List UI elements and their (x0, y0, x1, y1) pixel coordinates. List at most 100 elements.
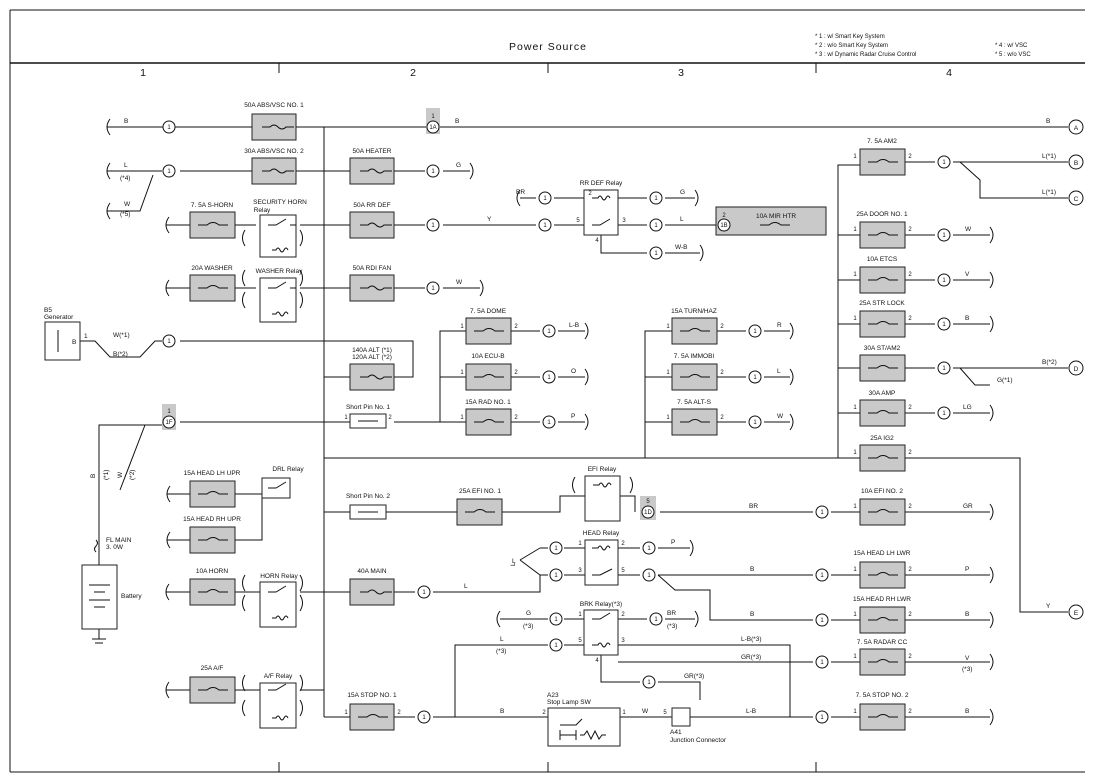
pin-label: 1 (853, 272, 857, 278)
fuse (671, 363, 718, 391)
fuse (859, 310, 906, 338)
connector-label: 1 (647, 546, 651, 552)
component-label: Stop Lamp SW (547, 699, 592, 706)
fuse-label: 40A MAIN (357, 568, 387, 575)
connector-label: 1 (543, 196, 547, 202)
grid-number: 2 (410, 67, 416, 79)
fuse-label: 50A RDI FAN (353, 265, 392, 272)
relay-label: HORN Relay (260, 573, 298, 580)
component-label: Battery (121, 593, 142, 600)
wire-label: L-B (569, 322, 579, 329)
connector-label: 1 (422, 715, 426, 721)
connector-label: 2 (722, 213, 726, 219)
pin-label: 4 (595, 658, 599, 664)
fuse-label: 25A EFI NO. 1 (459, 488, 501, 495)
pin-label: 1 (666, 370, 670, 376)
connector-label: 1 (820, 618, 824, 624)
pin-label: 2 (588, 191, 592, 197)
pin-label: 1 (84, 333, 88, 340)
wire-label: L(*1) (1042, 189, 1056, 196)
pin-label: 2 (908, 316, 912, 322)
grid-number: 1 (140, 67, 146, 79)
legend-note: * 5 : w/o VSC (995, 52, 1031, 58)
pin-label: 2 (908, 405, 912, 411)
connector-label: 1 (654, 251, 658, 257)
diagram-frame (9, 9, 1085, 773)
fuse (859, 561, 906, 589)
connector-label: 1 (554, 546, 558, 552)
relay (259, 682, 297, 729)
fuse-label: 120A ALT (*2) (352, 354, 392, 361)
relay (584, 475, 621, 522)
wire-label: O (571, 368, 576, 375)
component-label: Junction Connector (670, 737, 727, 744)
wire-label: W(*1) (113, 332, 130, 339)
pin-label: 3 (622, 218, 626, 224)
pin-label: 5 (578, 638, 582, 644)
pin-label: 2 (514, 415, 518, 421)
fuse-label: FL MAIN (106, 537, 132, 544)
fuse-label: 30A AMP (869, 390, 896, 397)
fuse-label: 30A ABS/VSC NO. 2 (244, 148, 304, 155)
fuse-label: 25A A/F (201, 665, 224, 672)
connector-label: 1 (820, 573, 824, 579)
pin-label: 1 (853, 227, 857, 233)
fuse-label: 15A TURN/HAZ (671, 308, 717, 315)
relay (259, 277, 297, 323)
connector-label: 1 (547, 420, 551, 426)
pin-label: 1 (853, 567, 857, 573)
fuse-label: 7. 5A S-HORN (191, 202, 234, 209)
relay-label: RR DEF Relay (580, 180, 623, 187)
wire-label: P (671, 539, 675, 546)
connector-label: 1 (942, 411, 946, 417)
wire-label: W (642, 708, 649, 715)
connector-label: 1 (554, 573, 558, 579)
fuse-element-icons (198, 124, 898, 718)
wire-label: B (124, 118, 128, 125)
fuse (859, 703, 906, 731)
fuse (859, 606, 906, 634)
fuse-label: 25A DOOR NO. 1 (856, 211, 908, 218)
relay (259, 214, 297, 258)
fuse (189, 578, 236, 606)
connector-label: 1 (820, 660, 824, 666)
fuse (189, 211, 236, 239)
pin-label: 2 (908, 654, 912, 660)
fuse-label: 7. 5A AM2 (867, 138, 897, 145)
wire-ends (106, 118, 994, 726)
connector-label: 1 (547, 329, 551, 335)
pin-label: 2 (908, 567, 912, 573)
connector-label: 1 (431, 169, 435, 175)
inline-connectors (162, 120, 951, 724)
component-label: A41 (670, 729, 682, 736)
pin-label: 1 (622, 710, 626, 716)
wire-label: W (117, 471, 124, 478)
fuse-label: 10A EFI NO. 2 (861, 488, 903, 495)
pin-label: 1 (853, 405, 857, 411)
relay (259, 581, 297, 628)
pin-label: 1 (853, 612, 857, 618)
fuse-label: 140A ALT (*1) (352, 347, 392, 354)
fuse-label: 50A HEATER (353, 148, 392, 155)
fuse (859, 148, 906, 176)
connector-label: 1A (429, 125, 436, 131)
wires (80, 126, 1068, 718)
wire-label: B (455, 118, 459, 125)
pin-label: 1 (853, 154, 857, 160)
fuse (189, 526, 236, 554)
legend: * 1 : w/ Smart Key System * 2 : w/o Smar… (815, 34, 1031, 58)
wire-label: (*2) (129, 470, 136, 480)
wire-label: GR(*3) (684, 673, 704, 680)
fuse (456, 498, 503, 526)
pin-label: 1 (460, 370, 464, 376)
wire-labels: B B B L (*4) W (*5) G Y W BR G L W-B W(*… (113, 118, 1057, 715)
connector-numbers: 1 1 1A 1 1 1 1 1 1 1 1 1 1B 2 1 1F 1 1 1… (165, 114, 946, 721)
pin-label: 2 (908, 504, 912, 510)
wire-label: B (750, 566, 754, 573)
connector-label: 1 (431, 114, 435, 120)
connector-label: 1 (753, 420, 757, 426)
terminal-label: A (1074, 125, 1079, 132)
pin-label: 2 (720, 370, 724, 376)
fuse-label: 10A ETCS (867, 256, 898, 263)
pin-label: 2 (908, 154, 912, 160)
